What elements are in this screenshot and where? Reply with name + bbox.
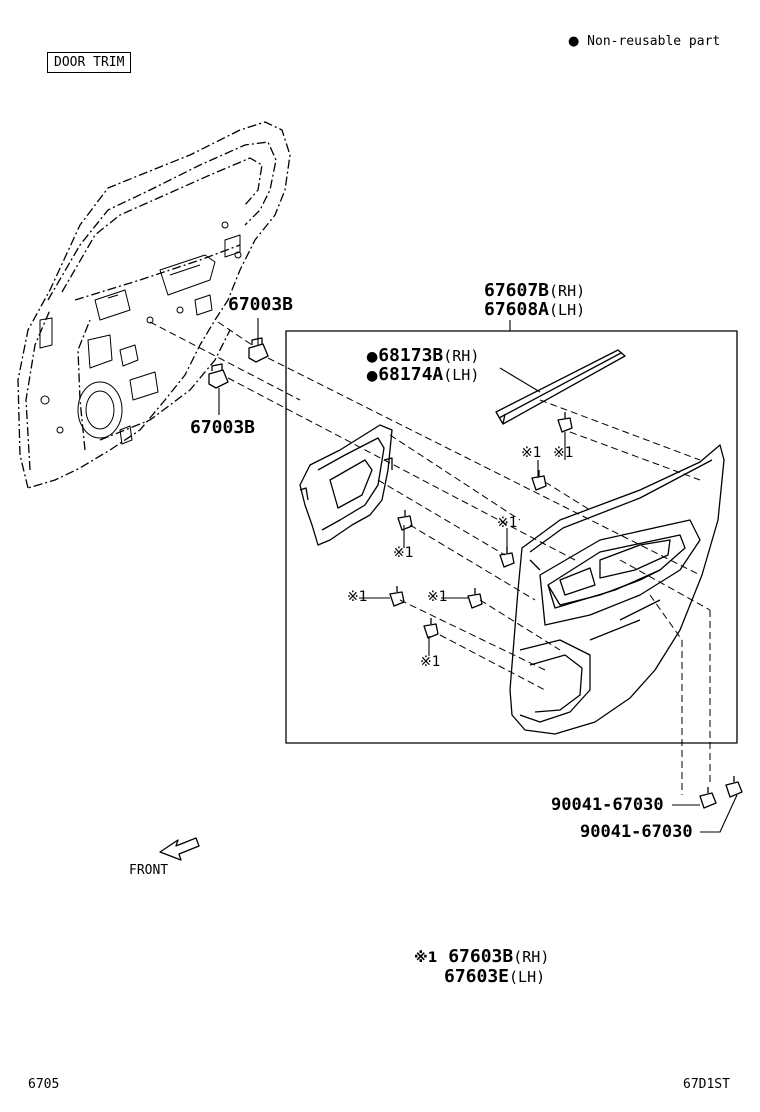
- clip-note-lh-suffix: (LH): [509, 968, 546, 986]
- projection-lines: [149, 321, 711, 795]
- ref-mark: ※1: [521, 445, 542, 461]
- door-panel-details: [39, 221, 242, 445]
- label-clip-upper: 67003B: [228, 294, 294, 315]
- ref-mark: ※1: [427, 589, 448, 605]
- ref-mark: ※1: [553, 445, 574, 461]
- clip-small-c: [397, 510, 413, 531]
- clip-small-d: [499, 547, 515, 568]
- label-clip-note-rh: ※1 67603B(RH): [414, 948, 549, 966]
- label-board-rh: 67607B(RH): [484, 282, 585, 300]
- board-assembly-frame: [285, 330, 738, 744]
- clip-67003b-lower: [208, 363, 229, 389]
- screw-lower: [699, 787, 717, 809]
- board-lh-suffix: (LH): [549, 301, 586, 319]
- weatherstrip-lh-suffix: (LH): [443, 366, 480, 384]
- ref-mark: ※1: [414, 950, 438, 966]
- leader-lines: [218, 318, 738, 833]
- label-board-lh: 67608A(LH): [484, 301, 585, 319]
- door-inner-panel: [17, 121, 291, 489]
- board-rh-suffix: (RH): [549, 282, 586, 300]
- board-rh-number: 67607B: [484, 280, 550, 301]
- label-clip-lower: 67003B: [190, 417, 256, 438]
- label-clip-note-lh: 67603E(LH): [444, 968, 545, 986]
- clip-note-rh-number: 67603B: [448, 946, 514, 967]
- nonreusable-dot-icon: ●: [366, 349, 379, 365]
- ref-mark: ※1: [497, 515, 518, 531]
- ref-mark: ※1: [420, 654, 441, 670]
- clip-small-b: [531, 470, 547, 491]
- weatherstrip-rh-number: 68173B: [378, 345, 444, 366]
- clip-small-e: [389, 586, 405, 607]
- title-box: DOOR TRIM: [47, 52, 132, 73]
- screw-upper: [725, 776, 743, 798]
- weatherstrip-rh-suffix: (RH): [443, 347, 480, 365]
- legend-text: Non-reusable part: [587, 34, 721, 49]
- weatherstrip: [495, 349, 626, 425]
- door-trim-board: [509, 444, 725, 735]
- inner-bracket: [299, 424, 393, 546]
- nonreusable-dot-icon: ●: [366, 368, 379, 384]
- clip-small-f: [467, 588, 483, 609]
- board-lh-number: 67608A: [484, 299, 550, 320]
- front-label: FRONT: [129, 863, 169, 878]
- front-arrow-icon: [159, 837, 200, 861]
- label-screw-1: 90041-67030: [551, 795, 664, 815]
- clip-67003b-upper: [248, 337, 269, 363]
- label-screw-2: 90041-67030: [580, 822, 693, 842]
- footer-left: 6705: [28, 1077, 60, 1092]
- label-weatherstrip-lh: ●68174A(LH): [366, 366, 479, 384]
- clip-note-rh-suffix: (RH): [513, 948, 550, 966]
- ref-mark: ※1: [393, 545, 414, 561]
- legend-dot-icon: ●: [568, 34, 580, 49]
- clip-small-a: [557, 412, 573, 433]
- legend: ● Non-reusable part: [568, 35, 720, 48]
- weatherstrip-lh-number: 68174A: [378, 364, 444, 385]
- footer-right: 67D1ST: [683, 1077, 730, 1092]
- ref-mark: ※1: [347, 589, 368, 605]
- label-weatherstrip-rh: ●68173B(RH): [366, 347, 479, 365]
- clip-small-g: [423, 618, 439, 639]
- clip-note-lh-number: 67603E: [444, 966, 510, 987]
